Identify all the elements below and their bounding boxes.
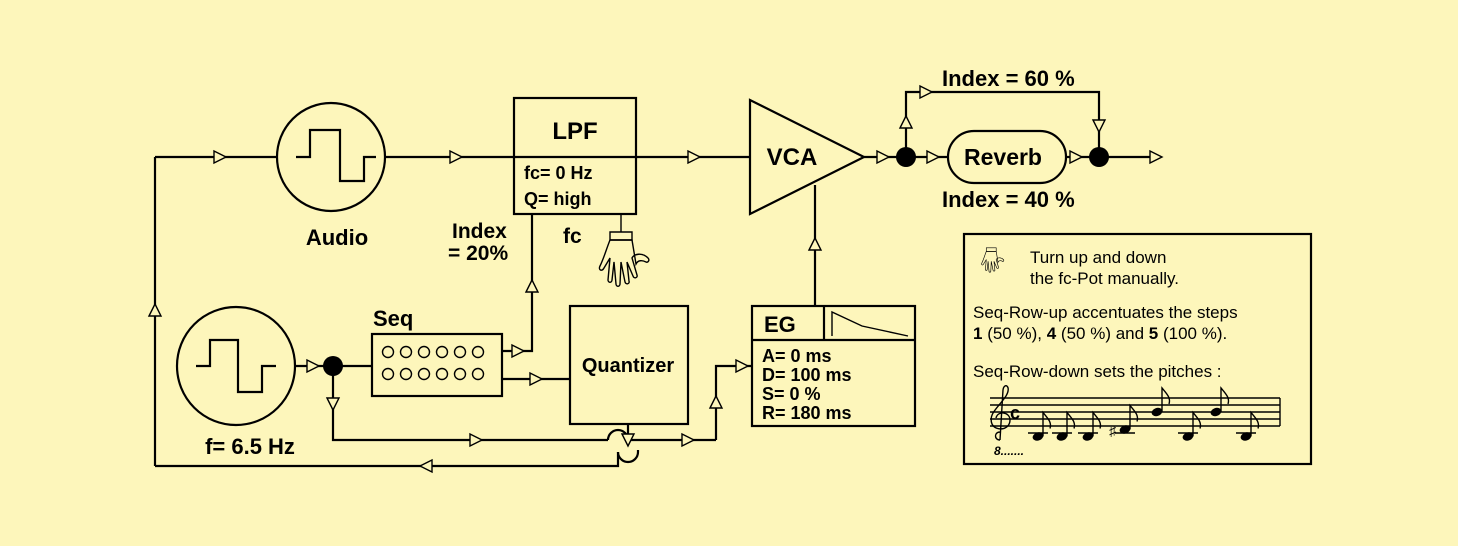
eg-release: R= 180 ms [762,403,852,423]
note-stem [1066,410,1076,437]
seq-step-led [417,345,431,359]
hand-icon[interactable] [598,231,650,287]
sharp-sign: ♯ [1109,423,1117,439]
note-stem [1042,410,1052,437]
seq-step-led [399,367,413,381]
note-stem [1092,410,1102,437]
notes-accent-line-2: 1 (50 %), 4 (50 %) and 5 (100 %). [973,324,1227,343]
lpf-q-value: Q= high [524,189,592,209]
envelope-icon [831,310,909,337]
lpf-module[interactable]: LPF fc= 0 Hz Q= high [512,96,638,216]
seq-label: Seq [373,306,413,331]
seq-step-led [453,367,467,381]
audio-label: Audio [306,225,368,250]
music-note: ♯ [1109,403,1139,439]
signal-arrows [147,84,1164,474]
eg-title: EG [764,312,796,337]
eg-attack: A= 0 ms [762,346,832,366]
seq-step-led [471,345,485,359]
lpf-index-label: Index [452,220,507,243]
lfo-frequency-label: f= 6.5 Hz [205,434,295,459]
treble-clef-icon [990,385,1011,441]
note-head [1240,432,1252,441]
reverb-module[interactable]: Reverb [946,129,1068,185]
sequencer-module[interactable]: Seq [370,306,504,398]
notes-pitch-line: Seq-Row-down sets the pitches : [973,362,1222,381]
note-head [1032,432,1044,441]
seq-step-led [417,367,431,381]
music-note [1078,410,1102,441]
notes-accent-line-1: Seq-Row-up accentuates the steps [973,303,1238,322]
note-head [1082,432,1094,441]
note-stem [1220,386,1230,412]
square-wave-icon [196,338,276,394]
seq-step-led [435,345,449,359]
square-wave-icon [296,128,376,183]
note-stem [1250,410,1260,437]
note-stem [1161,386,1171,412]
accent-step-5: 5 [1149,324,1158,343]
junction-dot [323,356,343,376]
note-head [1151,407,1163,417]
fc-pot-label: fc [563,225,582,248]
accent-text-1: (50 %), [982,324,1046,343]
vca-module[interactable]: VCA [748,98,867,216]
quantizer-label: Quantizer [582,355,674,377]
lpf-title: LPF [552,118,597,145]
note-stem [1129,403,1139,430]
reverb-index-top: Index = 60 % [942,66,1075,91]
junction-dot [1089,147,1109,167]
reverb-index-bottom: Index = 40 % [942,187,1075,212]
music-note [1151,386,1171,417]
seq-step-led [381,367,395,381]
time-signature: c [1010,403,1020,423]
octave-marker: 8....... [994,444,1024,458]
staff-notes: ♯ [1028,386,1260,441]
accent-step-1: 1 [973,324,982,343]
vca-label: VCA [767,144,818,171]
note-stem [1192,410,1202,437]
lpf-index-value: = 20% [448,242,508,265]
notes-line-2: the fc-Pot manually. [1030,269,1179,288]
seq-step-led [471,367,485,381]
note-head [1210,407,1222,417]
seq-step-led [381,345,395,359]
seq-step-led [435,367,449,381]
junction-dot [896,147,916,167]
eg-sustain: S= 0 % [762,384,821,404]
note-head [1119,425,1131,434]
hand-icon [981,247,1005,273]
accent-text-3: (100 %). [1158,324,1227,343]
seq-step-led [453,345,467,359]
music-note [1236,410,1260,441]
music-note [1028,410,1052,441]
note-head [1182,432,1194,441]
quantizer-module[interactable]: Quantizer [568,304,690,426]
accent-step-4: 4 [1047,324,1057,343]
note-head [1056,432,1068,441]
music-note [1052,410,1076,441]
audio-oscillator[interactable]: Audio [275,101,387,250]
lfo-oscillator[interactable]: f= 6.5 Hz [175,305,297,459]
seq-step-leds [381,345,485,381]
eg-decay: D= 100 ms [762,365,852,385]
notes-line-1: Turn up and down [1030,248,1166,267]
music-note [1210,386,1230,417]
lpf-fc-value: fc= 0 Hz [524,163,593,183]
reverb-label: Reverb [964,144,1042,170]
seq-step-led [399,345,413,359]
music-note [1178,410,1202,441]
accent-text-2: (50 %) and [1056,324,1149,343]
envelope-generator-module[interactable]: EG A= 0 ms D= 100 ms S= 0 % R= 180 ms [750,304,917,428]
notes-panel: Turn up and down the fc-Pot manually. Se… [962,232,1313,466]
music-staff: c 8....... ♯ [990,385,1281,458]
